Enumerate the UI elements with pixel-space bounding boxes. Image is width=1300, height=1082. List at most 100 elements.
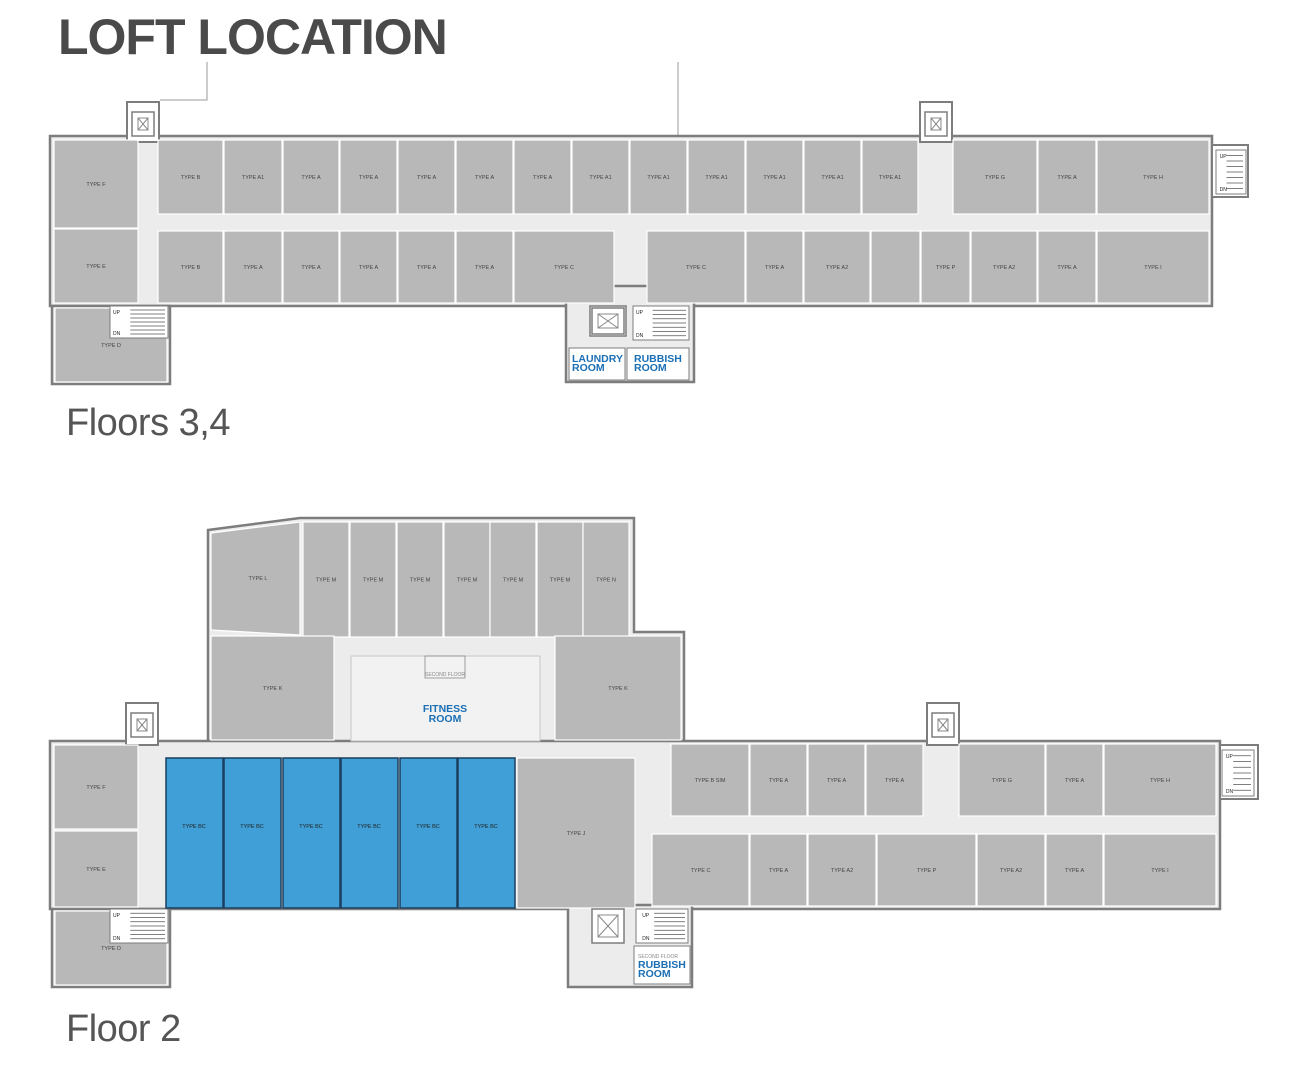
unit-label: TYPE G — [985, 175, 1005, 181]
unit-east-top — [865, 743, 924, 817]
floors-3-4-label: Floors 3,4 — [66, 402, 230, 444]
unit-label: TYPE A1 — [763, 175, 785, 181]
unit-label: TYPE P — [936, 265, 956, 271]
laundry-label: LAUNDRY — [572, 353, 623, 365]
unit-bottom-row — [223, 230, 283, 304]
stair-up-label: UP — [1226, 754, 1234, 760]
unit-type-bc-highlight — [399, 757, 458, 909]
unit-label: TYPE K — [608, 686, 628, 692]
unit-bottom-row — [1037, 230, 1097, 304]
unit-type-f — [53, 744, 139, 830]
unit-east-top — [1045, 743, 1104, 817]
stair-up-label: UP — [1220, 154, 1228, 160]
unit-label: TYPE A2 — [826, 265, 848, 271]
rubbish-label: ROOM — [638, 968, 671, 980]
unit-type-h — [1096, 139, 1210, 215]
unit-label: TYPE A — [1057, 265, 1077, 271]
stair-dn-label: DN — [636, 333, 644, 339]
unit-top-row — [629, 139, 688, 215]
unit-top-row — [157, 139, 224, 215]
unit-label: TYPE F — [86, 182, 106, 188]
elevator-x — [597, 914, 619, 938]
unit-type-bc-highlight — [223, 757, 282, 909]
unit-label: TYPE M — [503, 578, 524, 584]
unit-label: TYPE A — [533, 175, 553, 181]
stair-dn-label: DN — [1220, 187, 1228, 193]
unit-label: TYPE M — [457, 578, 478, 584]
unit-top-row — [513, 139, 572, 215]
unit-east-top — [958, 743, 1046, 817]
unit-label: TYPE C — [691, 868, 711, 874]
unit-label: TYPE B — [181, 265, 201, 271]
unit-label: TYPE B SIM — [695, 778, 726, 784]
fitness-label: ROOM — [429, 713, 462, 725]
unit-label: TYPE A1 — [821, 175, 843, 181]
unit-label: TYPE A — [417, 175, 437, 181]
unit-north-row — [396, 521, 444, 638]
unit-east-bottom — [651, 833, 750, 907]
elevator-x — [137, 117, 149, 131]
unit-type-g — [952, 139, 1038, 215]
unit-label: TYPE M — [550, 578, 571, 584]
unit-bottom-row — [1096, 230, 1210, 304]
unit-top-row — [223, 139, 283, 215]
unit-label: TYPE A — [765, 265, 785, 271]
fitness-small-label: SECOND FLOOR — [425, 672, 465, 678]
unit-label: TYPE BC — [299, 824, 323, 830]
unit-label: TYPE BC — [416, 824, 440, 830]
unit-east-bottom — [1045, 833, 1104, 907]
unit-label: TYPE K — [263, 686, 283, 692]
stair-dn-label: DN — [113, 331, 121, 337]
unit-label: TYPE N — [596, 578, 616, 584]
unit-bottom-row — [920, 230, 971, 304]
unit-type-k — [554, 635, 682, 741]
laundry-label: ROOM — [572, 362, 605, 374]
unit-bottom-row — [282, 230, 340, 304]
stair-dn-label: DN — [1226, 789, 1234, 795]
unit-bottom-row — [745, 230, 804, 304]
unit-type-l — [210, 521, 301, 636]
unit-label: TYPE L — [249, 576, 268, 582]
unit-label: TYPE M — [363, 578, 384, 584]
unit-east-bottom — [1103, 833, 1217, 907]
unit-label: TYPE A1 — [242, 175, 264, 181]
unit-top-row — [803, 139, 862, 215]
unit-east-top — [1103, 743, 1217, 817]
unit-east-bottom — [976, 833, 1046, 907]
elevator-x — [930, 117, 942, 131]
unit-label: TYPE M — [316, 578, 337, 584]
unit-east-bottom — [749, 833, 808, 907]
unit-label: TYPE A1 — [647, 175, 669, 181]
unit-top-row — [339, 139, 398, 215]
unit-label: TYPE BC — [357, 824, 381, 830]
unit-top-row — [687, 139, 746, 215]
unit-label: TYPE E — [86, 867, 106, 873]
unit-type-bc-highlight — [340, 757, 399, 909]
unit-label: TYPE A — [769, 868, 789, 874]
unit-label: TYPE H — [1143, 175, 1163, 181]
unit-bottom-row — [870, 230, 921, 304]
unit-type-k — [210, 635, 335, 741]
rubbish-label: ROOM — [634, 362, 667, 374]
fitness-label: FITNESS — [423, 703, 467, 715]
unit-bottom-row — [970, 230, 1038, 304]
unit-north-row — [582, 521, 630, 638]
unit-east-top — [670, 743, 750, 817]
unit-label: TYPE A — [475, 175, 495, 181]
unit-label: TYPE J — [567, 831, 586, 837]
floor-2-label: Floor 2 — [66, 1008, 181, 1050]
unit-label: TYPE C — [554, 265, 574, 271]
unit-label: TYPE A — [475, 265, 495, 271]
unit-label: TYPE A2 — [1000, 868, 1022, 874]
unit-north-row — [489, 521, 537, 638]
unit-label: TYPE A — [1065, 778, 1085, 784]
unit-top-row — [861, 139, 919, 215]
unit-label: TYPE A — [769, 778, 789, 784]
unit-bottom-row — [803, 230, 871, 304]
unit-type-j — [516, 757, 636, 909]
rubbish-room — [633, 945, 691, 985]
unit-type-bc-highlight — [282, 757, 341, 909]
unit-label: TYPE M — [410, 578, 431, 584]
